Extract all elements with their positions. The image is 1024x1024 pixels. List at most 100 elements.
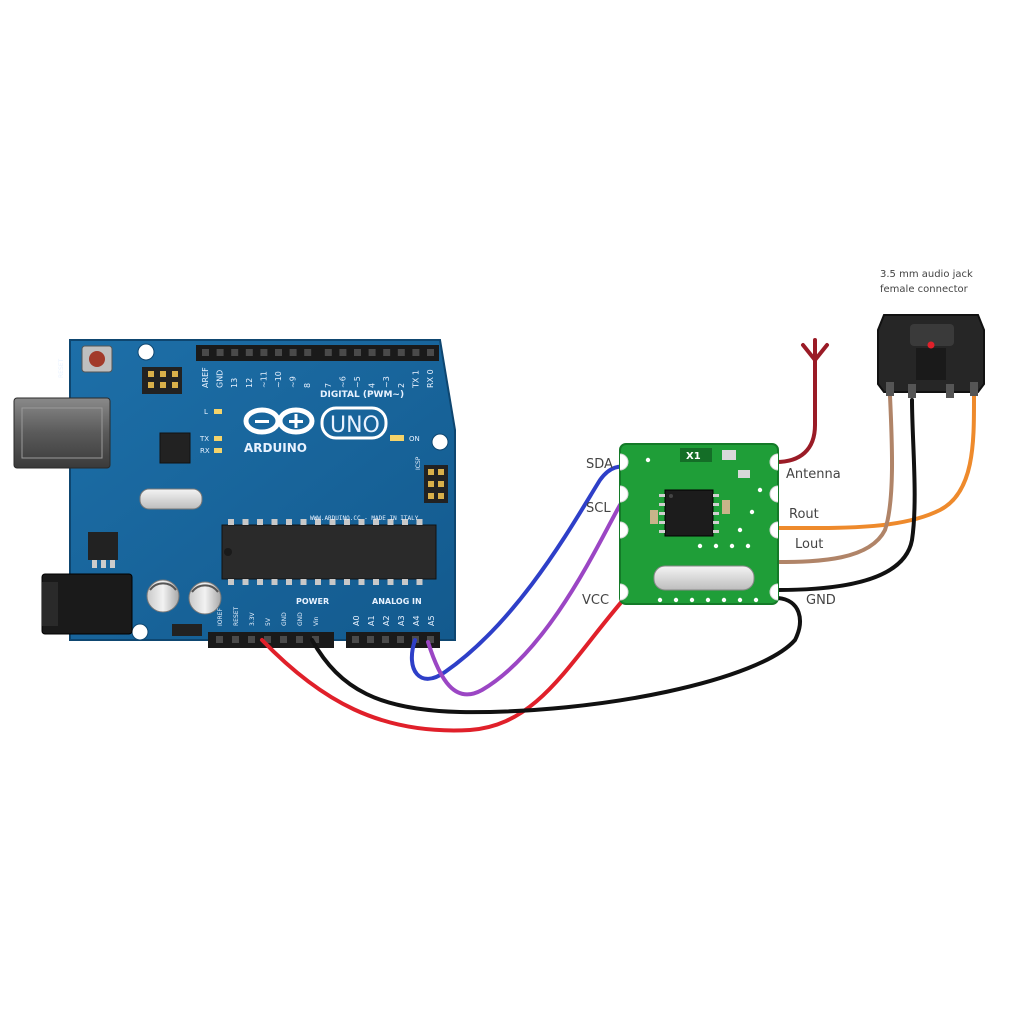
- power-pin-socket[interactable]: [296, 636, 303, 643]
- analog-pin-label: A0: [352, 615, 361, 626]
- power-pin-socket[interactable]: [280, 636, 287, 643]
- usb-interface-chip: [159, 432, 191, 464]
- power-pin-socket[interactable]: [312, 636, 319, 643]
- uno-badge: [320, 406, 388, 440]
- digital-pin-socket[interactable]: [412, 349, 420, 356]
- power-pin-label: GND: [297, 612, 304, 626]
- analog-pin-socket[interactable]: [352, 636, 359, 643]
- digital-pin-socket[interactable]: [231, 349, 239, 356]
- digital-pin-socket[interactable]: [275, 349, 282, 356]
- digital-pin-socket[interactable]: [289, 349, 297, 356]
- digital-pin-label: TX 1: [411, 370, 420, 389]
- wire-rout[interactable]: [774, 394, 977, 531]
- analog-pin-label: A4: [412, 615, 421, 626]
- jack-socket-hole[interactable]: [927, 341, 935, 349]
- jack-caption-line2: female connector: [880, 284, 969, 295]
- pin-label-vcc: VCC: [582, 593, 609, 608]
- digital-pin-label: ~10: [274, 371, 283, 388]
- digital-pin-label: 4: [368, 383, 377, 388]
- led-label-rx: RX: [200, 447, 210, 455]
- wire-lout[interactable]: [774, 394, 895, 564]
- pin-label-antenna: Antenna: [786, 467, 841, 482]
- digital-pin-socket[interactable]: [324, 349, 332, 356]
- digital-pin-header[interactable]: [196, 345, 439, 361]
- pin-label-scl: SCL: [586, 501, 611, 516]
- digital-header-label: DIGITAL (PWM~): [320, 390, 404, 400]
- power-pin-label: IOREF: [217, 608, 224, 626]
- analog-pin-socket[interactable]: [367, 636, 374, 643]
- power-pin-socket[interactable]: [216, 636, 223, 643]
- pin-label-rout: Rout: [789, 507, 819, 522]
- digital-pin-label: 2: [397, 383, 406, 388]
- power-pin-label: 5V: [265, 617, 272, 626]
- power-pin-socket[interactable]: [232, 636, 239, 643]
- electrolytic-capacitor: [146, 579, 180, 613]
- website-silk: WWW.ARDUINO.CC - MADE IN ITALY: [310, 515, 419, 522]
- arduino-brand-text: ARDUINO: [244, 441, 307, 455]
- digital-pin-socket[interactable]: [304, 349, 312, 356]
- digital-pin-label: ~5: [353, 376, 362, 388]
- usb-b-connector[interactable]: [13, 397, 111, 469]
- digital-pin-socket[interactable]: [368, 349, 376, 356]
- digital-pin-label: ~6: [338, 376, 347, 388]
- jack-caption-line1: 3.5 mm audio jack: [880, 269, 973, 280]
- wire-gnd[interactable]: [310, 596, 802, 715]
- digital-pin-label: ~3: [382, 376, 391, 388]
- power-pin-socket[interactable]: [248, 636, 255, 643]
- digital-pin-label: ~9: [289, 376, 298, 388]
- digital-pin-socket[interactable]: [260, 349, 268, 356]
- digital-pin-socket[interactable]: [339, 349, 347, 356]
- audio-jack-connector: 3.5 mm audio jack female connector: [877, 269, 985, 398]
- analog-pin-label: A1: [367, 615, 376, 626]
- power-pin-sockets: [216, 636, 319, 643]
- mounting-hole: [131, 623, 149, 641]
- wire-vcc[interactable]: [260, 590, 632, 733]
- analog-pin-socket[interactable]: [397, 636, 404, 643]
- analog-pin-label: A3: [397, 615, 406, 626]
- antenna-icon: [801, 338, 829, 362]
- arduino-logo: [243, 407, 315, 435]
- digital-pin-socket[interactable]: [202, 349, 209, 356]
- analog-pin-label: A2: [382, 615, 391, 626]
- digital-pin-socket[interactable]: [354, 349, 361, 356]
- electrolytic-capacitor: [188, 581, 222, 615]
- analog-pin-label: A5: [427, 615, 436, 626]
- voltage-regulator: [88, 532, 118, 560]
- analog-pin-header[interactable]: [346, 632, 440, 648]
- analog-header-label: ANALOG IN: [372, 597, 422, 606]
- uno-model-text: UNO: [330, 413, 380, 438]
- wire-sda[interactable]: [409, 464, 632, 681]
- digital-pin-label: 12: [245, 378, 254, 388]
- reset-button-cap[interactable]: [89, 351, 105, 367]
- digital-pin-socket[interactable]: [397, 349, 405, 356]
- pin-label-sda: SDA: [586, 457, 613, 472]
- power-pin-label: GND: [281, 612, 288, 626]
- icsp-header[interactable]: [424, 465, 448, 503]
- module-crystal: [653, 565, 755, 591]
- power-pin-socket[interactable]: [264, 636, 271, 643]
- digital-pin-sockets: [202, 349, 434, 356]
- pin-label-gnd: GND: [806, 593, 836, 608]
- power-pin-label: Vin: [313, 616, 320, 626]
- digital-pin-label: RX 0: [426, 369, 435, 388]
- digital-pin-socket[interactable]: [383, 349, 391, 356]
- wire-gnd-jack[interactable]: [776, 398, 917, 592]
- digital-pin-socket[interactable]: [216, 349, 224, 356]
- pin-label-lout: Lout: [795, 537, 823, 552]
- rda5807m-chip: [659, 489, 719, 537]
- wire-antenna[interactable]: [774, 358, 817, 464]
- power-pin-label: 3.3V: [249, 611, 256, 626]
- digital-pin-label: GND: [216, 370, 225, 388]
- digital-pin-socket[interactable]: [245, 349, 253, 356]
- power-header-label: POWER: [296, 597, 329, 606]
- fm-radio-module: X1: [619, 443, 779, 605]
- analog-pin-socket[interactable]: [427, 636, 434, 643]
- digital-pin-label: 7: [324, 383, 333, 388]
- icsp-label: ICSP: [415, 456, 422, 470]
- analog-pin-socket[interactable]: [382, 636, 389, 643]
- smd-fuse: [172, 624, 202, 636]
- digital-pin-socket[interactable]: [427, 349, 434, 356]
